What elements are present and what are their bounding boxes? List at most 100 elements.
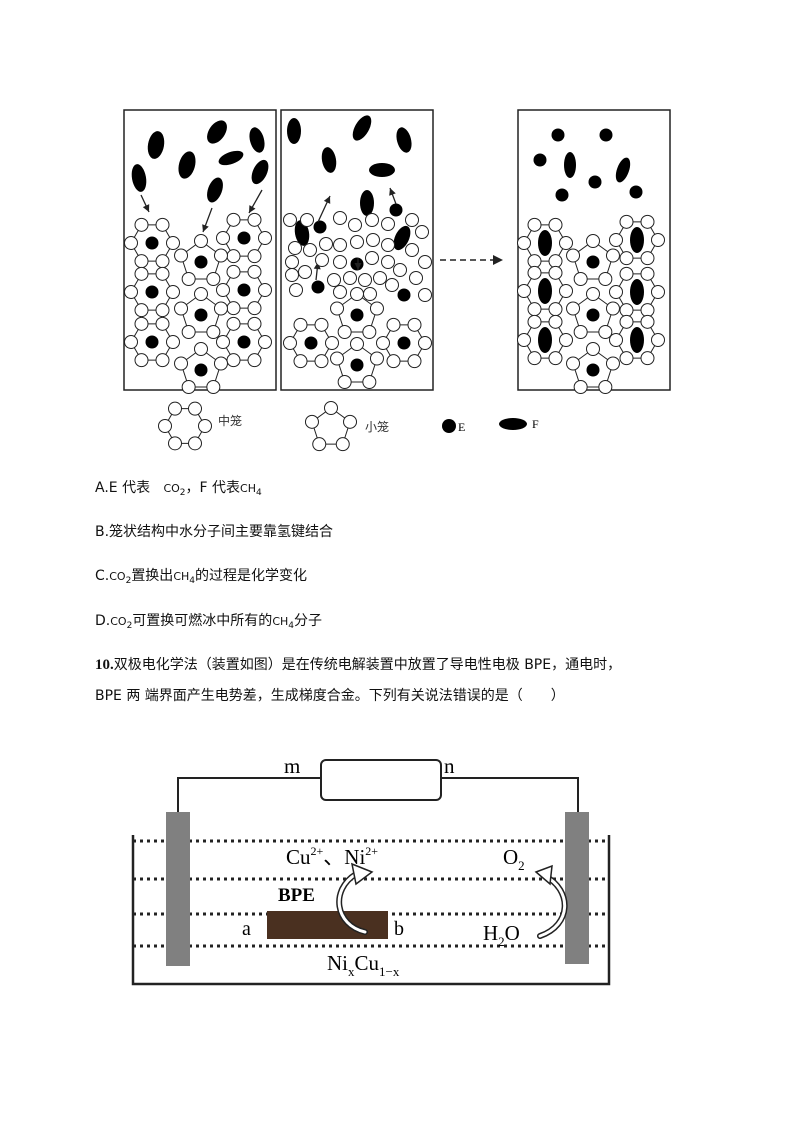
oxidation-arrow-outer	[537, 873, 568, 939]
option-c[interactable]: C.CO2置换出CH4的过程是化学变化	[95, 568, 307, 586]
f-molecule	[178, 151, 196, 179]
water-molecule	[303, 243, 317, 257]
water-molecule	[640, 214, 655, 229]
water-molecule	[216, 283, 230, 297]
water-molecule	[134, 316, 149, 331]
water-molecule	[155, 353, 170, 368]
motion-arrowhead	[142, 204, 150, 212]
f-molecule	[207, 177, 223, 203]
water-molecule	[609, 285, 623, 299]
f-molecule	[352, 115, 372, 141]
water-molecule	[134, 217, 149, 232]
wire-m	[177, 777, 321, 812]
water-molecule	[548, 254, 563, 269]
medium-cage	[216, 316, 272, 368]
reaction-arrow-outer	[336, 871, 368, 935]
water-molecule	[134, 254, 149, 269]
f-molecule	[131, 164, 147, 192]
water-molecule	[386, 317, 401, 332]
e-molecule	[586, 363, 600, 377]
e-molecule	[145, 285, 159, 299]
water-molecule	[548, 351, 563, 366]
water-molecule	[365, 213, 379, 227]
water-molecule	[409, 271, 423, 285]
f-molecule	[360, 190, 374, 216]
water-molecule	[640, 266, 655, 281]
water-molecule	[333, 238, 347, 252]
water-molecule	[376, 336, 390, 350]
small-cage	[174, 342, 228, 394]
water-molecule	[609, 233, 623, 247]
water-molecule	[385, 278, 399, 292]
option-b[interactable]: B.笼状结构中水分子间主要靠氢键结合	[95, 524, 334, 540]
water-molecule	[350, 287, 364, 301]
beaker	[131, 835, 611, 986]
water-molecule	[598, 379, 613, 394]
alloy-label: NixCu1−x	[327, 951, 400, 979]
f-molecule	[630, 327, 644, 353]
medium-cage	[124, 316, 180, 368]
medium-cage	[609, 214, 665, 266]
water-molecule	[124, 236, 138, 250]
water-molecule	[314, 317, 329, 332]
motion-arrowhead	[354, 263, 362, 270]
water-molecule	[619, 314, 634, 329]
option-d[interactable]: D.CO2可置换可燃冰中所有的CH4分子	[95, 613, 322, 631]
e-molecule	[237, 335, 251, 349]
water-molecule	[330, 301, 345, 316]
right-electrode	[565, 812, 589, 964]
water-molecule	[216, 335, 230, 349]
water-molecule	[293, 354, 308, 369]
f-molecule	[396, 127, 412, 153]
water-molecule	[213, 248, 228, 263]
water-molecule	[605, 301, 620, 316]
water-molecule	[418, 288, 432, 302]
power-source	[320, 759, 442, 801]
water-molecule	[166, 236, 180, 250]
option-a[interactable]: A.E 代表 CO2，F 代表CH4	[95, 480, 262, 498]
water-molecule	[247, 301, 262, 316]
e-molecule	[397, 288, 411, 302]
water-molecule	[174, 248, 189, 263]
f-molecule	[615, 157, 631, 183]
medium-cage	[376, 317, 432, 369]
medium-cage	[609, 314, 665, 366]
water-molecule	[362, 374, 377, 389]
water-molecule	[258, 231, 272, 245]
water-molecule	[598, 324, 613, 339]
f-molecule	[564, 152, 576, 178]
f-molecule	[369, 163, 395, 177]
water-molecule	[517, 236, 531, 250]
medium-cage	[517, 314, 573, 366]
water-molecule	[155, 303, 170, 318]
e-molecule	[555, 188, 569, 202]
water-molecule	[586, 342, 600, 356]
water-molecule	[188, 436, 202, 451]
water-molecule	[247, 249, 262, 264]
water-molecule	[213, 301, 228, 316]
medium-cage	[216, 264, 272, 316]
label-bpe: BPE	[278, 885, 315, 906]
reaction-arrow-inner	[337, 872, 367, 934]
water-molecule	[640, 314, 655, 329]
water-molecule	[605, 248, 620, 263]
e-molecule	[145, 335, 159, 349]
water-molecule	[415, 225, 429, 239]
water-molecule	[548, 217, 563, 232]
water-molecule	[174, 301, 189, 316]
e-molecule	[588, 175, 602, 189]
question-number: 10.	[95, 657, 114, 673]
water-molecule	[166, 335, 180, 349]
legend-f: F	[532, 417, 539, 431]
medium-cage	[283, 317, 339, 369]
panel-left	[123, 109, 277, 394]
question-10-line2: BPE 两 端界面产生电势差，生成梯度合金。下列有关说法错误的是（ ）	[95, 688, 565, 704]
water-molecule	[330, 351, 345, 366]
panel-middle	[280, 109, 434, 391]
medium-cage	[216, 212, 272, 264]
water-molecule	[314, 354, 329, 369]
small-cage	[566, 342, 620, 394]
f-molecule	[630, 279, 644, 305]
f-molecule	[538, 327, 552, 353]
legend-small-cage: 小笼	[365, 419, 389, 434]
